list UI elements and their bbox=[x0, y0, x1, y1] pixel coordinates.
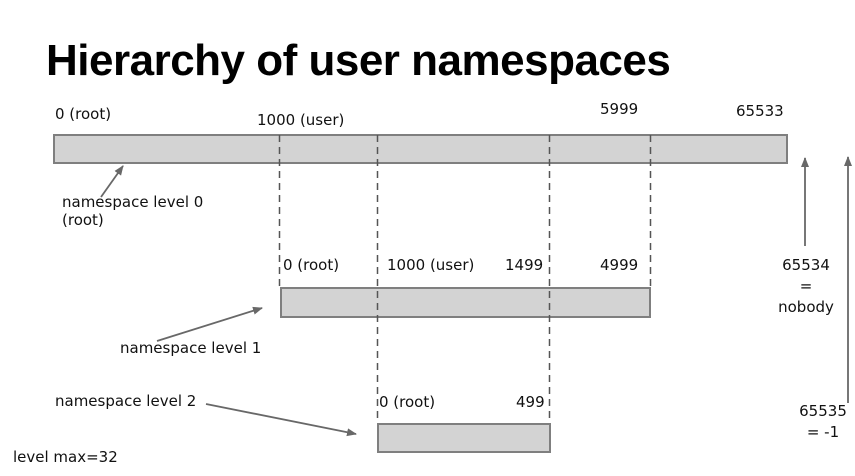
l1-tick-1499: 1499 bbox=[505, 256, 544, 274]
uid-65534-equals: = bbox=[799, 277, 813, 295]
caption-namespace-level-2: namespace level 2 bbox=[55, 392, 197, 410]
l2-tick-499: 499 bbox=[516, 393, 545, 411]
l2-tick-0-root: 0 (root) bbox=[379, 393, 436, 411]
uid-65534-nobody-label: 65534 = nobody bbox=[761, 255, 851, 318]
uid-65535-equals: = -1 bbox=[806, 423, 840, 441]
level-max-note: level max=32 bbox=[13, 448, 118, 466]
arrow-to-level-1-bar bbox=[156, 306, 263, 342]
namespace-level-1-bar bbox=[280, 287, 651, 318]
namespace-level-0-bar bbox=[53, 134, 788, 164]
l1-tick-1000-user: 1000 (user) bbox=[387, 256, 475, 274]
uid-65534-alias: nobody bbox=[778, 298, 834, 316]
caption-namespace-level-1: namespace level 1 bbox=[120, 339, 262, 357]
l1-tick-4999: 4999 bbox=[600, 256, 639, 274]
l0-tick-0-root: 0 (root) bbox=[55, 105, 112, 123]
arrow-to-level-0-bar bbox=[100, 165, 124, 198]
arrow-to-level-2-bar bbox=[205, 403, 357, 437]
l1-tick-0-root: 0 (root) bbox=[283, 256, 340, 274]
namespace-level-2-bar bbox=[377, 423, 551, 453]
uid-65535-value: 65535 bbox=[799, 402, 847, 420]
uid-65535-minus1-label: 65535 = -1 bbox=[778, 401, 855, 443]
caption-namespace-level-0-line1: namespace level 0 bbox=[62, 193, 204, 211]
caption-namespace-level-0-line2: (root) bbox=[62, 211, 104, 229]
l0-tick-65533: 65533 bbox=[736, 102, 784, 120]
uid-65534-value: 65534 bbox=[782, 256, 830, 274]
caption-namespace-level-0: namespace level 0 (root) bbox=[62, 193, 203, 229]
l0-tick-5999: 5999 bbox=[600, 100, 639, 118]
l0-tick-1000-user: 1000 (user) bbox=[257, 111, 345, 129]
page-title: Hierarchy of user namespaces bbox=[46, 36, 671, 85]
